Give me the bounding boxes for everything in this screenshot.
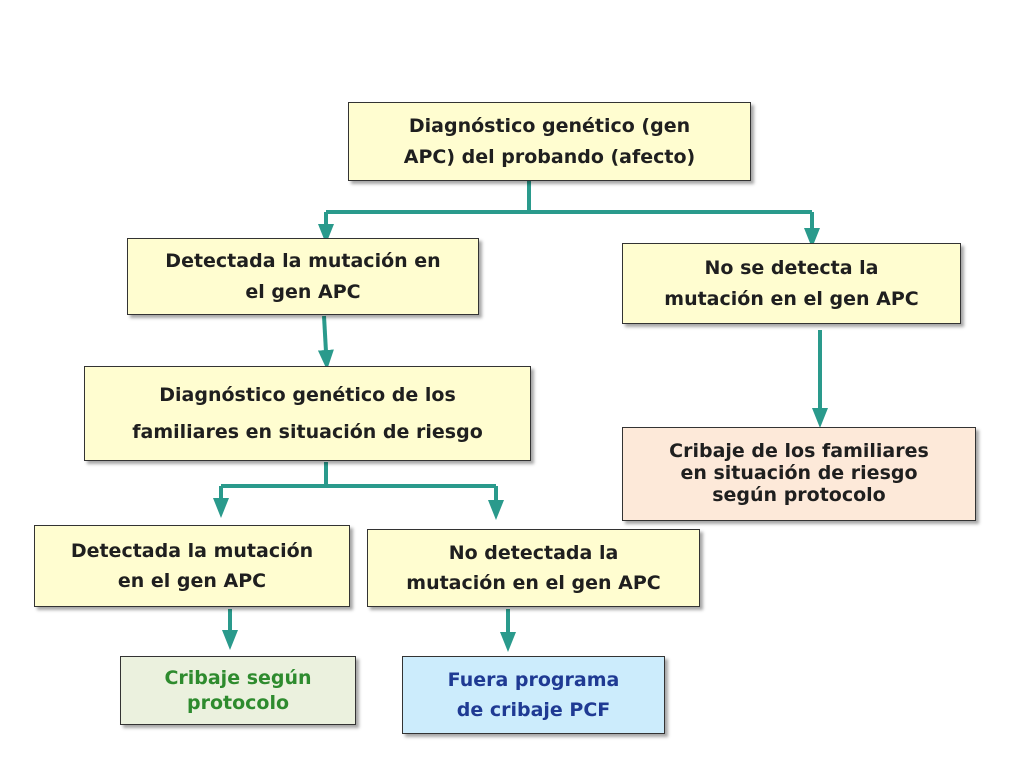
- box-family-screening-line1: Cribaje de los familiares: [669, 440, 929, 463]
- box-proband-diagnosis-line1: Diagnóstico genético (gen: [408, 115, 691, 138]
- box-not-detected-proband-line2: mutación en el gen APC: [664, 287, 919, 310]
- box-screening-protocol-line2: protocolo: [186, 691, 290, 714]
- arrow-to-family-diagnosis: [317, 315, 334, 370]
- box-out-of-program: Fuera programa de cribaje PCF: [402, 656, 665, 734]
- box-not-detected-proband-line1: No se detecta la: [704, 257, 879, 280]
- box-screening-protocol: Cribaje según protocolo: [120, 656, 356, 725]
- box-family-diagnosis-line2: familiares en situación de riesgo: [132, 420, 483, 443]
- box-detected-family: Detectada la mutación en el gen APC: [34, 525, 350, 607]
- box-detected-proband: Detectada la mutación en el gen APC: [127, 238, 479, 315]
- box-screening-protocol-line1: Cribaje según: [164, 666, 312, 689]
- box-detected-proband-line1: Detectada la mutación en: [165, 250, 441, 273]
- box-family-diagnosis-line1: Diagnóstico genético de los: [159, 384, 456, 407]
- box-detected-family-line2: en el gen APC: [117, 570, 267, 592]
- box-not-detected-family-line2: mutación en el gen APC: [406, 572, 661, 594]
- box-family-screening: Cribaje de los familiares en situación d…: [622, 427, 976, 521]
- box-family-diagnosis: Diagnóstico genético de los familiares e…: [84, 366, 531, 461]
- box-family-screening-line2: en situación de riesgo: [680, 462, 918, 485]
- box-family-screening-line3: según protocolo: [712, 483, 886, 506]
- box-proband-diagnosis-line2: APC) del probando (afecto): [403, 145, 696, 168]
- box-proband-diagnosis: Diagnóstico genético (gen APC) del proba…: [348, 102, 751, 181]
- box-detected-proband-line2: el gen APC: [245, 280, 361, 303]
- box-not-detected-family-line1: No detectada la: [448, 541, 619, 564]
- box-detected-family-line1: Detectada la mutación: [70, 539, 314, 562]
- box-out-of-program-line1: Fuera programa: [447, 668, 620, 691]
- box-not-detected-proband: No se detecta la mutación en el gen APC: [622, 243, 961, 324]
- box-not-detected-family: No detectada la mutación en el gen APC: [367, 529, 700, 607]
- box-out-of-program-line2: de cribaje PCF: [456, 699, 611, 721]
